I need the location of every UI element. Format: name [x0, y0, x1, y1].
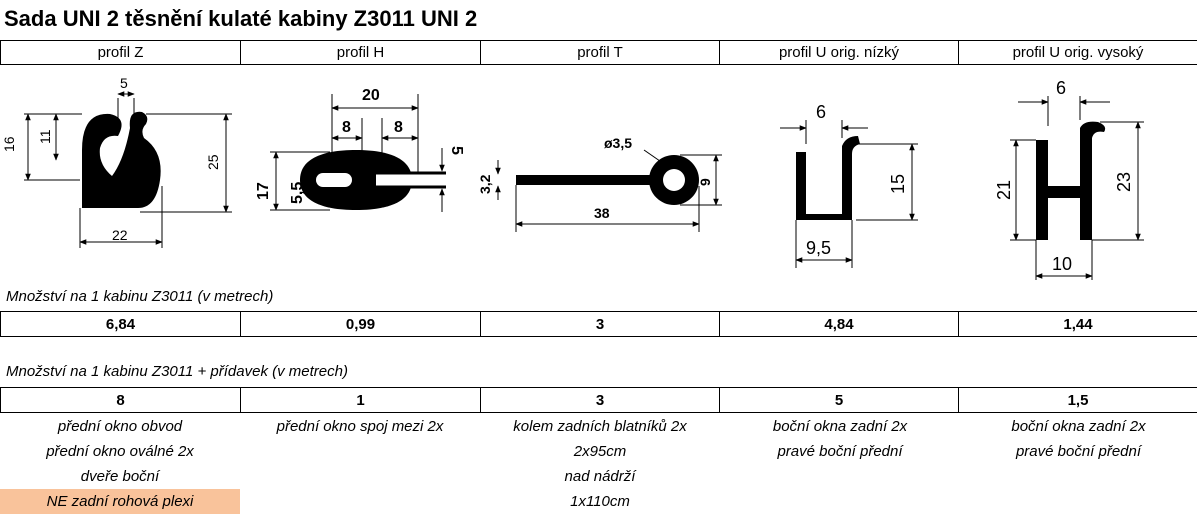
profil-z-dim-16: 16: [1, 136, 17, 152]
profil-z-dim-25: 25: [205, 154, 221, 170]
profil-z-dim-22: 22: [112, 227, 128, 243]
profil-h-dim-8b: 8: [394, 119, 403, 136]
note-line: boční okna zadní 2x: [1011, 418, 1146, 435]
profil-h-drawing: 20 8 8 5 17 5,5: [255, 87, 465, 212]
note-line: 2x95cm: [573, 443, 627, 460]
profil-u-high-dim-21: 21: [994, 180, 1014, 200]
header-profil-u-low: profil U orig. nízký: [719, 40, 959, 65]
profil-h-dim-5: 5: [448, 146, 465, 155]
qty1-profil-u-high: 1,44: [958, 311, 1197, 337]
note-line: kolem zadních blatníků 2x: [513, 418, 687, 435]
profile-drawings: 5 16 11 25 22 20 8 8 5: [1, 75, 1144, 280]
qty2-profil-u-high: 1,5: [958, 387, 1197, 413]
header-profil-t: profil T: [480, 40, 720, 65]
profil-u-high-dim-23: 23: [1114, 172, 1134, 192]
profil-z-dim-5: 5: [120, 75, 128, 91]
notes-profil-t: kolem zadních blatníků 2x 2x95cm nad nád…: [480, 414, 720, 514]
qty1-profil-u-low: 4,84: [719, 311, 959, 337]
note-line: pravé boční přední: [777, 443, 903, 460]
header-profil-z: profil Z: [0, 40, 241, 65]
profil-h-dim-5-5: 5,5: [289, 182, 306, 204]
section2-label: Množství na 1 kabinu Z3011 + přídavek (v…: [6, 363, 348, 380]
profil-t-drawing: ø3,5 3,2 9 38: [477, 135, 722, 232]
profil-u-high-drawing: 6 21 23 10: [994, 78, 1144, 280]
note-line: přední okno spoj mezi 2x: [276, 418, 444, 435]
header-profil-h: profil H: [240, 40, 481, 65]
note-highlighted: NE zadní rohová plexi: [0, 489, 240, 514]
profil-z-drawing: 5 16 11 25 22: [1, 75, 232, 248]
notes-profil-z: přední okno obvod přední okno oválné 2x …: [0, 414, 240, 514]
profil-t-dim-38: 38: [594, 205, 610, 221]
profil-z-dim-11: 11: [37, 129, 53, 144]
profil-u-low-drawing: 6 15 9,5: [780, 102, 918, 268]
profil-h-dim-17: 17: [255, 182, 272, 200]
profil-u-high-dim-10: 10: [1052, 254, 1072, 274]
header-profil-u-high: profil U orig. vysoký: [958, 40, 1197, 65]
notes-profil-u-high: boční okna zadní 2x pravé boční přední: [960, 414, 1197, 514]
profil-u-low-dim-15: 15: [888, 174, 908, 194]
profil-u-low-dim-9-5: 9,5: [806, 238, 831, 258]
page-title: Sada UNI 2 těsnění kulaté kabiny Z3011 U…: [4, 6, 478, 31]
quantities-row-2: 8 1 3 5 1,5: [0, 387, 1197, 413]
note-line: 1x110cm: [570, 493, 630, 510]
qty2-profil-z: 8: [0, 387, 241, 413]
notes-profil-u-low: boční okna zadní 2x pravé boční přední: [720, 414, 960, 514]
note-line: přední okno oválné 2x: [46, 443, 194, 460]
qty1-profil-t: 3: [480, 311, 720, 337]
note-line: přední okno obvod: [57, 418, 183, 435]
note-line: nad nádrží: [564, 468, 636, 485]
qty1-profil-h: 0,99: [240, 311, 481, 337]
qty2-profil-t: 3: [480, 387, 720, 413]
qty2-profil-u-low: 5: [719, 387, 959, 413]
section1-label: Množství na 1 kabinu Z3011 (v metrech): [6, 288, 274, 305]
profil-t-dim-9: 9: [697, 178, 713, 186]
note-line: dveře boční: [80, 468, 160, 485]
profil-t-dim-diameter: ø3,5: [604, 135, 632, 151]
profil-u-low-dim-6: 6: [816, 102, 826, 122]
quantities-row-1: 6,84 0,99 3 4,84 1,44: [0, 311, 1197, 337]
profil-u-high-dim-6: 6: [1056, 78, 1066, 98]
note-line: pravé boční přední: [1015, 443, 1142, 460]
profil-h-dim-20: 20: [362, 87, 380, 104]
profil-h-dim-8a: 8: [342, 119, 351, 136]
note-line: boční okna zadní 2x: [772, 418, 908, 435]
notes-profil-h: přední okno spoj mezi 2x: [240, 414, 480, 514]
header-row: profil Z profil H profil T profil U orig…: [0, 40, 1197, 65]
notes-row: přední okno obvod přední okno oválné 2x …: [0, 414, 1197, 514]
profil-t-dim-3-2: 3,2: [477, 174, 493, 194]
qty2-profil-h: 1: [240, 387, 481, 413]
qty1-profil-z: 6,84: [0, 311, 241, 337]
